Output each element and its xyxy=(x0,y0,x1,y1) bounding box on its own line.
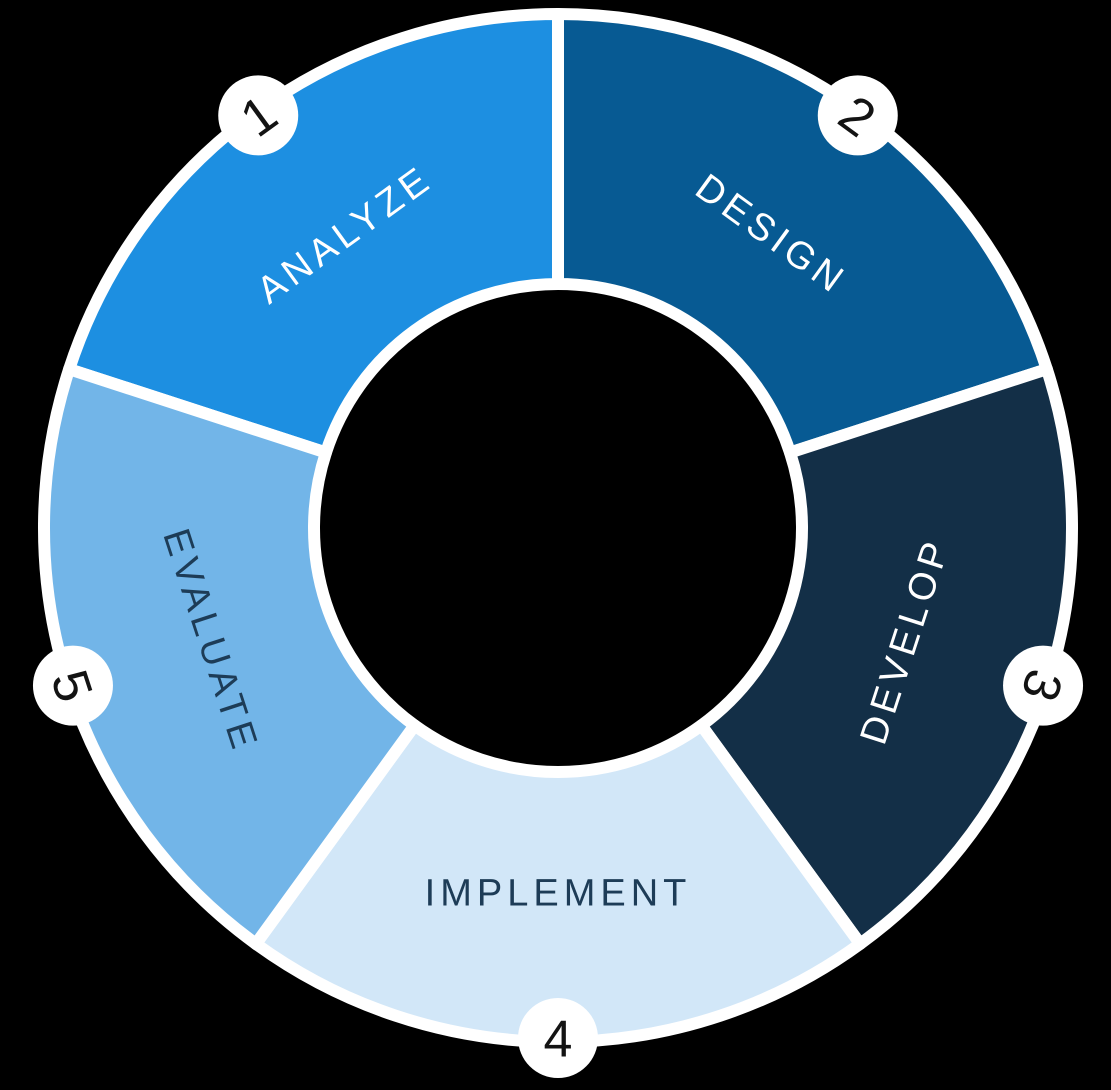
segment-label-implement: IMPLEMENT xyxy=(425,873,692,915)
step-badge-number-4: 4 xyxy=(544,1011,573,1069)
step-badge-circle-1 xyxy=(218,75,299,156)
segment-design xyxy=(552,8,1053,459)
segment-develop xyxy=(695,363,1078,950)
segment-implement xyxy=(249,719,867,1048)
step-badge-circle-2 xyxy=(817,75,898,156)
segment-evaluate xyxy=(38,363,421,950)
segment-analyze xyxy=(63,8,564,459)
step-badge-circle-5 xyxy=(32,645,113,726)
step-badge-circle-4 xyxy=(518,998,598,1078)
step-badge-circle-3 xyxy=(1003,645,1084,726)
